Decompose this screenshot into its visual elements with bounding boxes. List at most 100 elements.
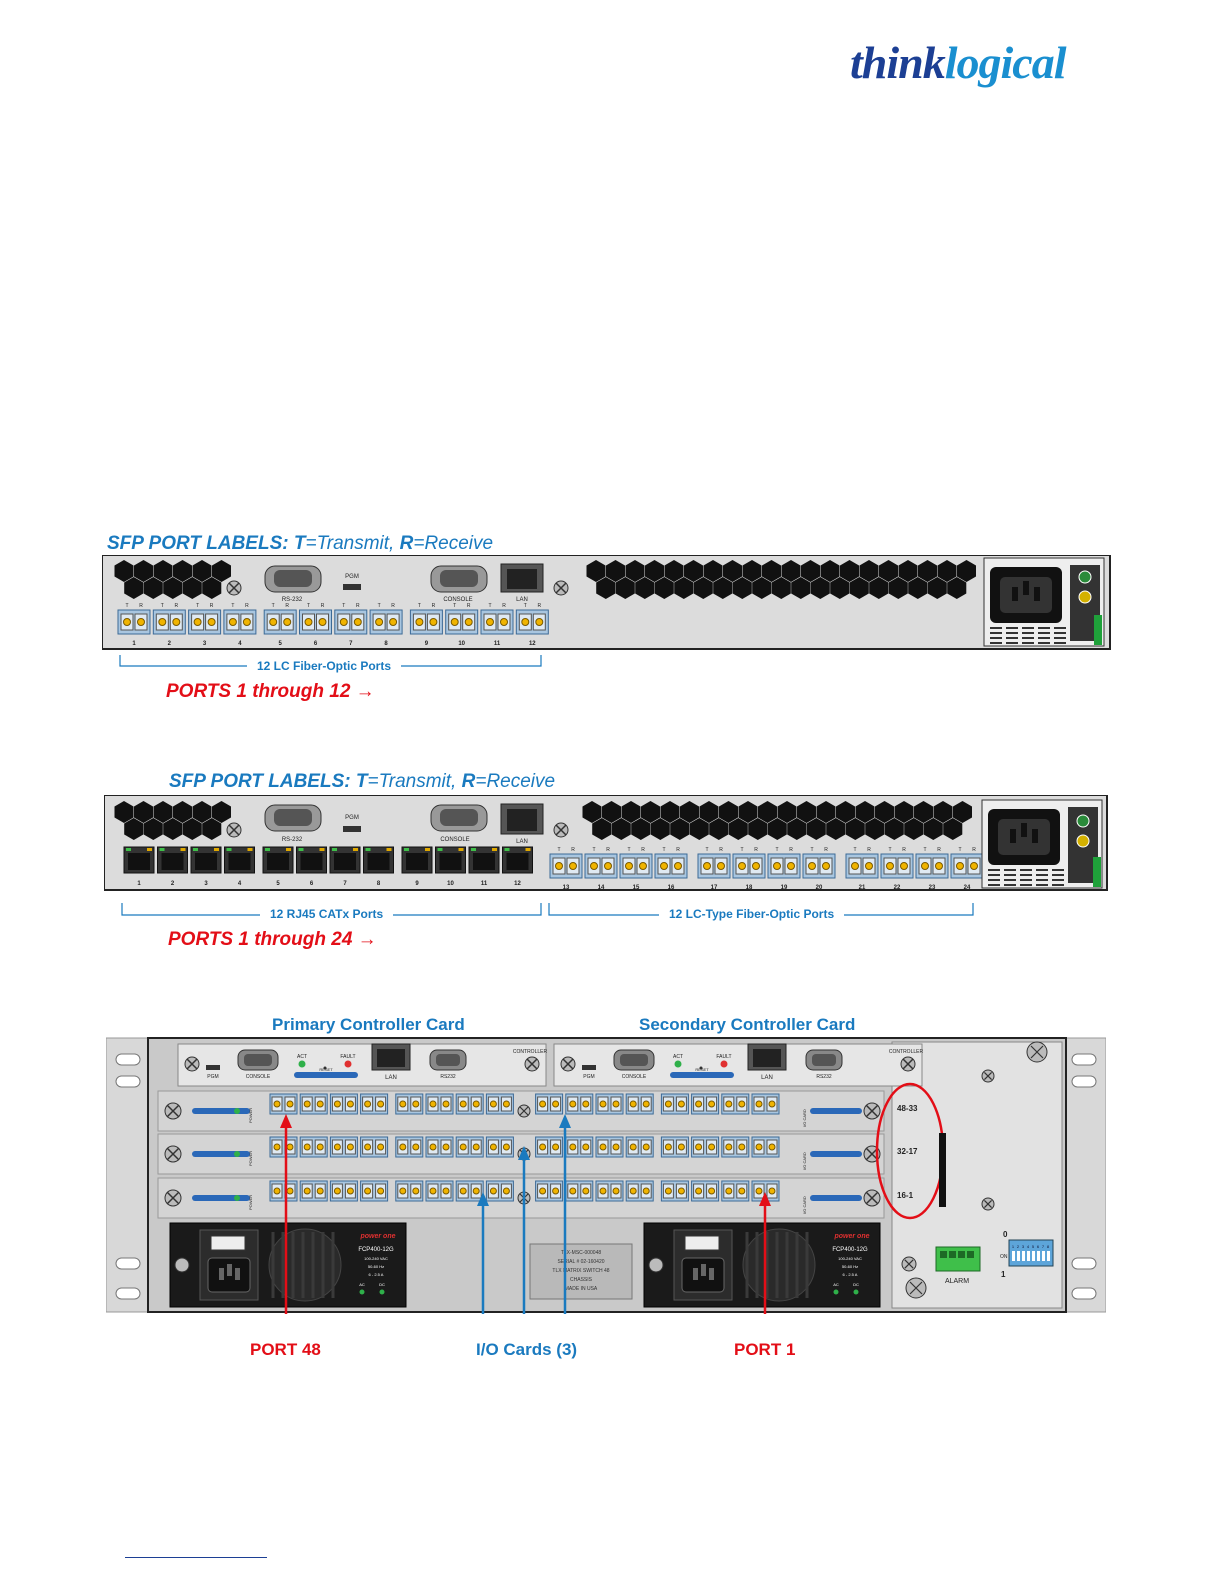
port-number: 7	[349, 641, 353, 647]
svg-text:R: R	[719, 847, 723, 853]
svg-text:power one: power one	[833, 1233, 869, 1240]
svg-text:R: R	[571, 847, 575, 853]
svg-text:R: R	[210, 603, 214, 609]
svg-text:T: T	[557, 847, 560, 853]
svg-text:R: R	[641, 847, 645, 853]
svg-text:R: R	[537, 603, 541, 609]
port-number: 22	[894, 885, 901, 891]
io-sfp-port	[595, 1093, 624, 1115]
port-number: 6	[314, 641, 318, 647]
svg-text:PGM: PGM	[583, 1074, 594, 1080]
port-number: 5	[276, 881, 280, 887]
svg-text:R: R	[467, 603, 471, 609]
svg-text:R: R	[245, 603, 249, 609]
console-connector-icon	[430, 804, 488, 832]
io-sfp-port	[269, 1093, 298, 1115]
port-number: 2	[168, 641, 172, 647]
svg-text:LAN: LAN	[385, 1075, 397, 1081]
svg-text:CONTROLLER: CONTROLLER	[513, 1049, 548, 1055]
svg-text:I/O CARD: I/O CARD	[802, 1152, 807, 1170]
svg-text:RS232: RS232	[816, 1074, 832, 1080]
primary-controller-title: Primary Controller Card	[272, 1015, 465, 1034]
svg-text:T: T	[923, 847, 926, 853]
svg-text:FAULT: FAULT	[716, 1054, 731, 1060]
port-number: 19	[781, 885, 788, 891]
svg-text:AC: AC	[359, 1282, 365, 1287]
svg-text:50-60 Hz: 50-60 Hz	[368, 1264, 384, 1269]
svg-text:R: R	[754, 847, 758, 853]
rj45-port: 8	[363, 846, 394, 887]
port-number: 13	[563, 885, 570, 891]
svg-text:POWER: POWER	[248, 1151, 253, 1166]
io-sfp-port	[299, 1093, 328, 1115]
port-number: 23	[929, 885, 936, 891]
io-sfp-port	[395, 1093, 424, 1115]
panel1-title-t: T	[293, 533, 306, 554]
port-number: 1	[137, 881, 141, 887]
dip-number: 1	[1012, 1244, 1015, 1249]
io-sfp-port	[360, 1093, 389, 1115]
panel1-title-t-text: =Transmit,	[305, 533, 395, 554]
io-sfp-port	[625, 1093, 654, 1115]
port-number: 12	[529, 641, 536, 647]
screw-icon	[981, 1069, 995, 1083]
io-sfp-port	[485, 1180, 514, 1202]
panel2-title-prefix: SFP PORT LABELS:	[169, 771, 351, 792]
svg-text:R: R	[902, 847, 906, 853]
panel2-title: SFP PORT LABELS: T=Transmit, R=Receive	[169, 771, 555, 793]
callout-arrows	[280, 1114, 771, 1314]
svg-text:T: T	[627, 847, 630, 853]
svg-text:power one: power one	[359, 1233, 395, 1240]
svg-text:DC: DC	[853, 1282, 859, 1287]
io-sfp-port	[660, 1136, 689, 1158]
io-sfp-port	[691, 1093, 720, 1115]
dip-number: 3	[1022, 1244, 1025, 1249]
io-sfp-port	[455, 1093, 484, 1115]
rj45-port: 3	[190, 846, 222, 887]
svg-text:R: R	[356, 603, 360, 609]
io-sfp-port	[329, 1136, 358, 1158]
io-sfp-port	[485, 1136, 514, 1158]
svg-text:FCP400-12G: FCP400-12G	[358, 1247, 394, 1253]
port-number: 4	[238, 881, 242, 887]
svg-text:T: T	[775, 847, 778, 853]
port-number: 8	[377, 881, 381, 887]
io-sfp-port	[360, 1136, 389, 1158]
panel1-title: SFP PORT LABELS: T=Transmit, R=Receive	[107, 533, 493, 555]
svg-text:T: T	[958, 847, 961, 853]
svg-text:6 - 2.5 A: 6 - 2.5 A	[369, 1272, 384, 1277]
panel1-title-r-text: =Receive	[413, 533, 494, 554]
io-sfp-port	[565, 1136, 594, 1158]
io-sfp-port	[721, 1093, 750, 1115]
thinklogical-logo: thinklogical	[850, 36, 1066, 89]
io-sfp-port	[721, 1180, 750, 1202]
serial-plate-line: TLX MATRIX SWITCH 48	[552, 1268, 609, 1274]
port-number: 14	[598, 885, 605, 891]
svg-text:R: R	[432, 603, 436, 609]
io-sfp-port	[535, 1180, 564, 1202]
io-sfp-port	[425, 1136, 454, 1158]
row-port-range-label: 48-33	[897, 1104, 918, 1113]
port-number: 24	[964, 885, 971, 891]
screw-icon	[553, 580, 569, 596]
svg-text:R: R	[174, 603, 178, 609]
io-sfp-port	[425, 1180, 454, 1202]
panel1-bracket-label: 12 LC Fiber-Optic Ports	[247, 659, 402, 673]
